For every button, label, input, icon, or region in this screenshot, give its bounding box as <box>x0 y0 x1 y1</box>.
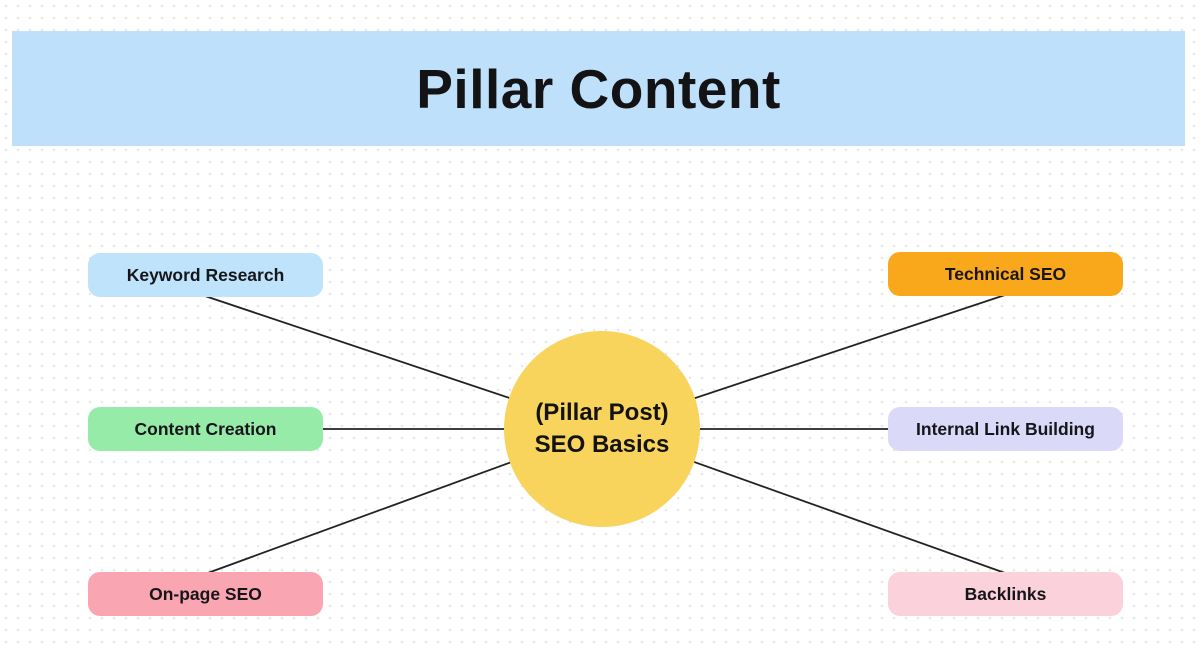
node-technical-seo-label: Technical SEO <box>944 263 1067 284</box>
node-content-creation: Content Creation <box>88 407 323 451</box>
center-node-line2: SEO Basics <box>534 431 670 458</box>
node-keyword-research-label: Keyword Research <box>126 264 285 285</box>
node-onpage-seo: On-page SEO <box>88 572 323 616</box>
node-keyword-research: Keyword Research <box>88 253 323 297</box>
center-node-pillar-post: (Pillar Post) SEO Basics <box>504 331 700 527</box>
node-onpage-seo-label: On-page SEO <box>149 583 262 604</box>
node-internal-link-building: Internal Link Building <box>888 407 1123 451</box>
page-title: Pillar Content <box>416 57 781 120</box>
node-backlinks-label: Backlinks <box>964 583 1047 604</box>
center-node-line1: (Pillar Post) <box>535 399 669 427</box>
title-banner: Pillar Content <box>12 31 1185 146</box>
node-technical-seo: Technical SEO <box>888 252 1123 296</box>
node-content-creation-label: Content Creation <box>134 418 277 439</box>
node-internal-link-building-label: Internal Link Building <box>916 418 1095 439</box>
node-backlinks: Backlinks <box>888 572 1123 616</box>
